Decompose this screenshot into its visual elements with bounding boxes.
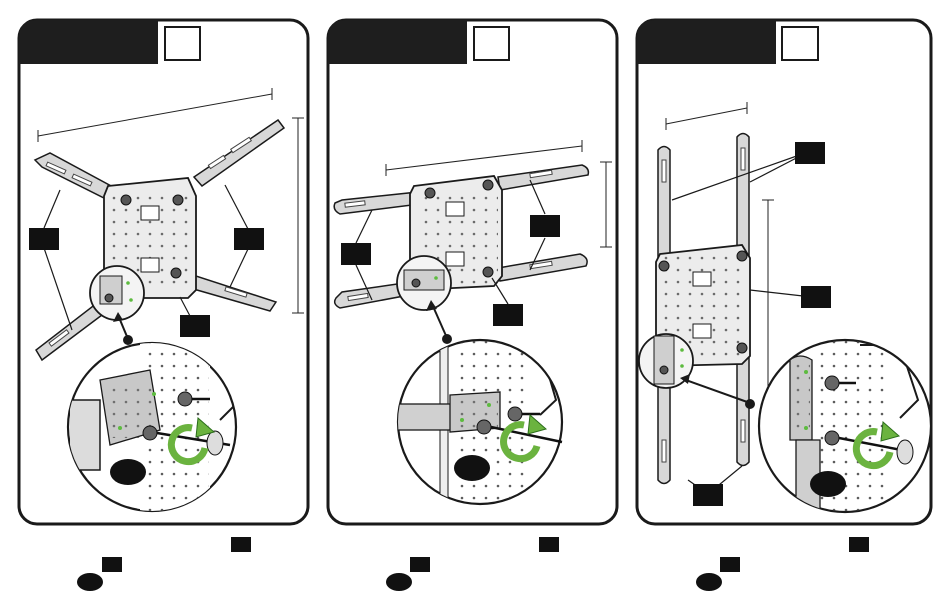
panel-header: [637, 20, 776, 64]
step-box: [782, 27, 818, 60]
footer-box: [102, 557, 122, 572]
footer-box: [849, 537, 869, 552]
footer-box: [231, 537, 251, 552]
footer-box: [720, 557, 740, 572]
callout-label-box: [693, 484, 723, 506]
footer-box: [539, 537, 559, 552]
callout-badge: [454, 455, 490, 481]
footer-oval: [77, 573, 103, 591]
callout-label-box: [493, 304, 523, 326]
footer-oval: [386, 573, 412, 591]
step-box: [474, 27, 509, 60]
footer-box: [410, 557, 430, 572]
callout-label-box: [29, 228, 59, 250]
panel-3: [637, 20, 931, 524]
callout-label-box: [234, 228, 264, 250]
callout-label-box: [801, 286, 831, 308]
callout-label-box: [180, 315, 210, 337]
callout-badge: [810, 471, 846, 497]
callout-label-box: [530, 215, 560, 237]
footer-oval: [696, 573, 722, 591]
panel-2: [328, 20, 617, 524]
callout-label-box: [341, 243, 371, 265]
callout-badge: [110, 459, 146, 485]
callout-label-box: [795, 142, 825, 164]
panel-1: [19, 20, 308, 524]
step-box: [165, 27, 200, 60]
panel-header: [328, 20, 467, 64]
footer-markers: [77, 537, 869, 591]
panel-header: [19, 20, 158, 64]
